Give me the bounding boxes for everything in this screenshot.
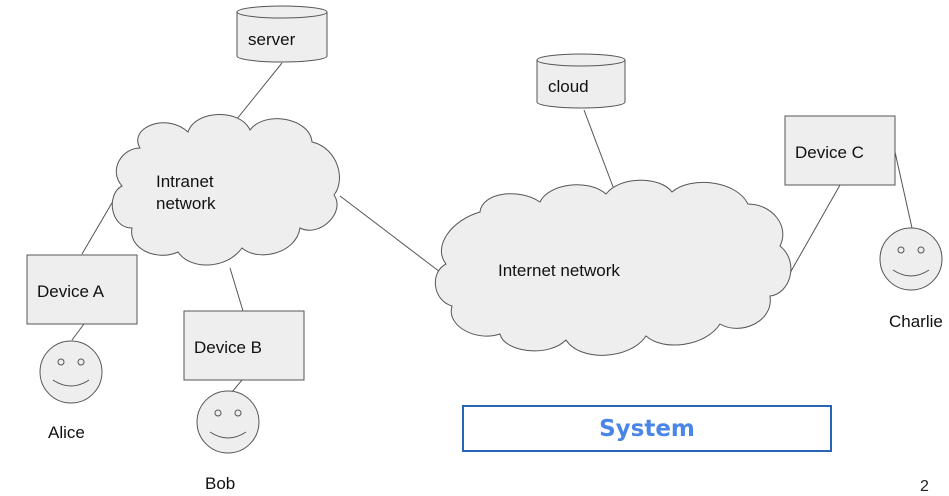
edge-device-b-bob <box>231 379 243 393</box>
edge-cloud-internet <box>583 109 616 193</box>
cloud-label: cloud <box>548 77 589 96</box>
internet-label: Internet network <box>498 261 620 280</box>
device-c-label: Device C <box>795 143 864 162</box>
system-button[interactable]: System <box>462 405 832 452</box>
intranet-cloud-shape <box>111 114 340 266</box>
device-b-box <box>183 310 305 381</box>
cloud-database-icon <box>536 53 626 109</box>
charlie-face-icon <box>879 227 943 291</box>
bob-face-icon <box>196 390 260 454</box>
edge-intranet-internet <box>339 195 441 273</box>
page-number: 2 <box>920 478 929 495</box>
server-database-icon <box>236 5 328 63</box>
edge-internet-device-c <box>789 184 841 274</box>
edge-device-a-alice <box>71 323 85 341</box>
intranet-label-line1: Intranet <box>156 172 214 191</box>
edge-intranet-device-a <box>81 195 117 255</box>
system-label: System <box>599 415 695 442</box>
device-b-label: Device B <box>194 338 263 357</box>
bob-name: Bob <box>205 474 236 493</box>
edge-device-c-charlie <box>894 151 913 229</box>
charlie-name: Charlie <box>889 312 943 331</box>
server-label: server <box>248 30 296 49</box>
edge-intranet-device-b <box>229 267 244 312</box>
alice-face-icon <box>39 340 103 404</box>
device-a-box <box>26 254 138 325</box>
intranet-label-line2: network <box>156 194 216 213</box>
alice-name: Alice <box>48 423 85 442</box>
device-c-box <box>784 115 896 186</box>
device-a-label: Device A <box>37 282 105 301</box>
internet-cloud-shape <box>434 179 792 356</box>
